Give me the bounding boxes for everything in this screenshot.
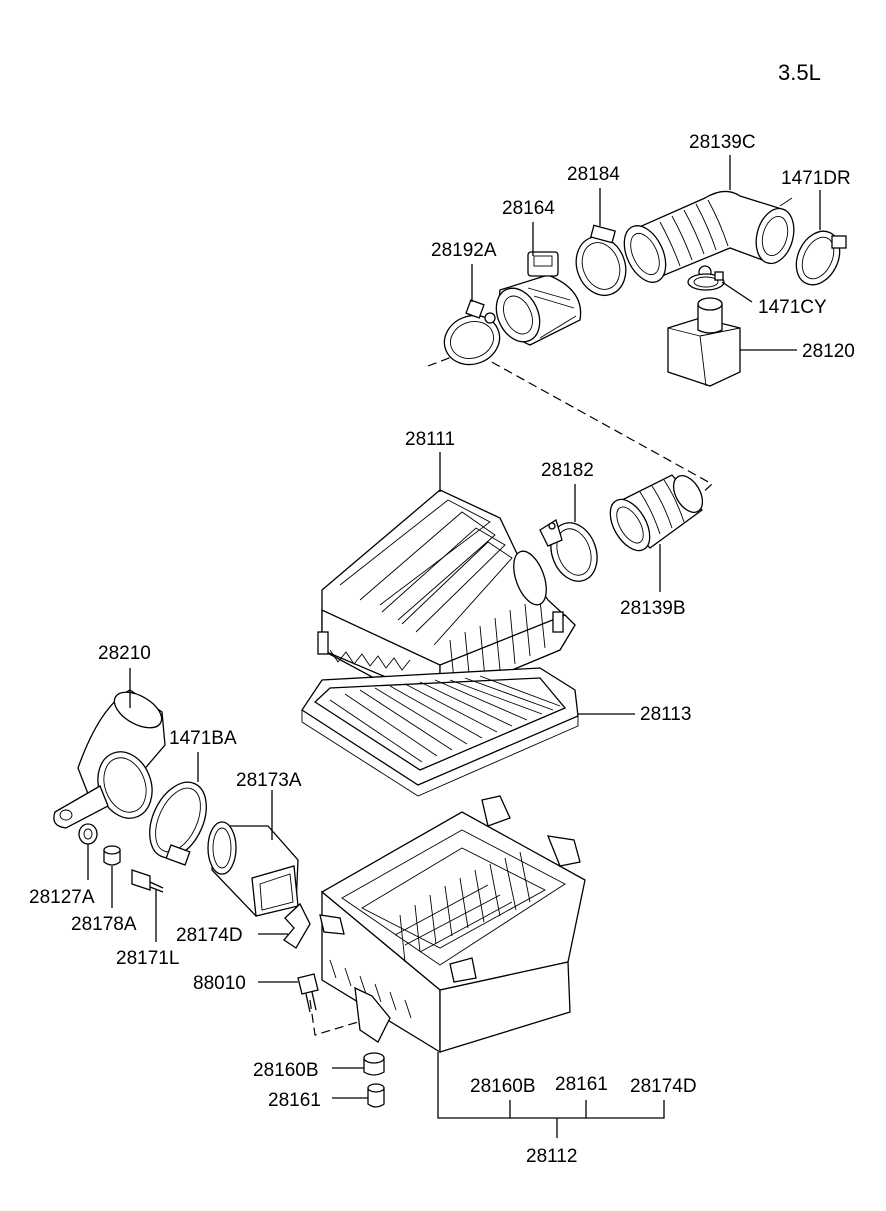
intake-hose-28173A (207, 821, 299, 917)
air-duct-28210 (53, 689, 166, 829)
label-88010: 88010 (193, 973, 246, 994)
label-28112: 28112 (526, 1146, 577, 1167)
label-1471DR: 1471DR (781, 168, 851, 189)
bushing-28178A (103, 845, 121, 866)
resonator-28120 (667, 297, 741, 387)
label-28171L: 28171L (116, 948, 179, 969)
hose-clamp-1471BA (149, 781, 207, 866)
leader-lines (87, 155, 821, 1138)
air-cleaner-body-28112 (319, 795, 586, 1054)
label-28182: 28182 (541, 460, 594, 481)
air-flow-sensor-28164 (495, 251, 582, 346)
bolt-28171L (131, 869, 164, 893)
grommet-28160B (363, 1052, 385, 1076)
hose-clamp-1471DR (795, 230, 847, 286)
label-28120: 28120 (802, 341, 855, 362)
label-28160B-sub: 28160B (470, 1076, 536, 1097)
label-28161: 28161 (268, 1090, 321, 1111)
label-28210: 28210 (98, 643, 151, 664)
label-28184: 28184 (567, 164, 620, 185)
label-28173A: 28173A (236, 770, 302, 791)
bolt-guide-line (309, 999, 359, 1036)
label-28164: 28164 (502, 198, 555, 219)
label-28111: 28111 (405, 429, 455, 450)
label-1471BA: 1471BA (169, 728, 237, 749)
label-28161-sub: 28161 (555, 1074, 608, 1095)
label-28178A: 28178A (71, 914, 137, 935)
bushing-28161 (367, 1083, 385, 1108)
label-28192A: 28192A (431, 240, 497, 261)
hose-clamp-28192A (443, 299, 501, 366)
label-28113: 28113 (640, 704, 691, 725)
clip-28174D (283, 902, 311, 949)
engine-label: 3.5L (778, 60, 821, 85)
label-28174D-sub: 28174D (630, 1076, 697, 1097)
intake-hose-28139B (609, 474, 704, 552)
label-28139B: 28139B (620, 598, 686, 619)
hose-clamp-1471CY (687, 271, 725, 291)
hose-clamp-28182 (539, 518, 598, 582)
hose-clamp-28184 (575, 224, 627, 297)
assembly-guide-line (427, 349, 714, 496)
intake-hose-28139C (623, 190, 795, 283)
grommet-28127A (78, 823, 98, 845)
label-28160B: 28160B (253, 1060, 319, 1081)
label-28139C: 28139C (689, 132, 756, 153)
bolt-88010 (297, 973, 319, 1013)
label-28127A: 28127A (29, 887, 95, 908)
label-28174D: 28174D (176, 925, 243, 946)
label-1471CY: 1471CY (758, 297, 827, 318)
filter-element-28113 (301, 667, 579, 797)
